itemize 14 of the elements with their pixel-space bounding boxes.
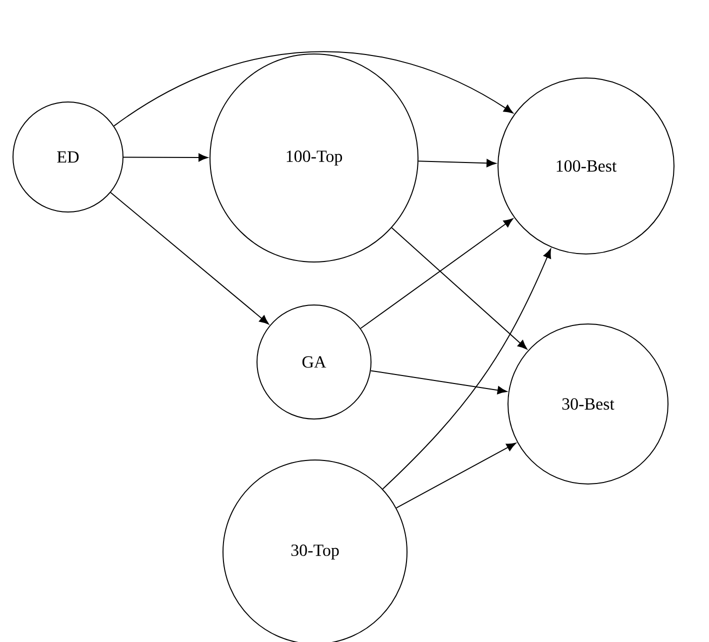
circle-node: GA: [256, 304, 372, 420]
arrow: [123, 153, 208, 162]
circle-node: 100-Best: [498, 78, 674, 254]
arrow: [418, 159, 496, 168]
arrow: [360, 218, 514, 329]
circle-node: 30-Best: [508, 324, 668, 484]
circle-node: ED: [12, 102, 124, 212]
arrow: [391, 227, 528, 350]
arrow: [382, 248, 552, 490]
circle-node: 100-Top: [210, 54, 418, 262]
arrow: [114, 51, 514, 126]
arrow: [110, 192, 269, 324]
arrow: [396, 442, 516, 508]
arrow: [370, 370, 508, 394]
